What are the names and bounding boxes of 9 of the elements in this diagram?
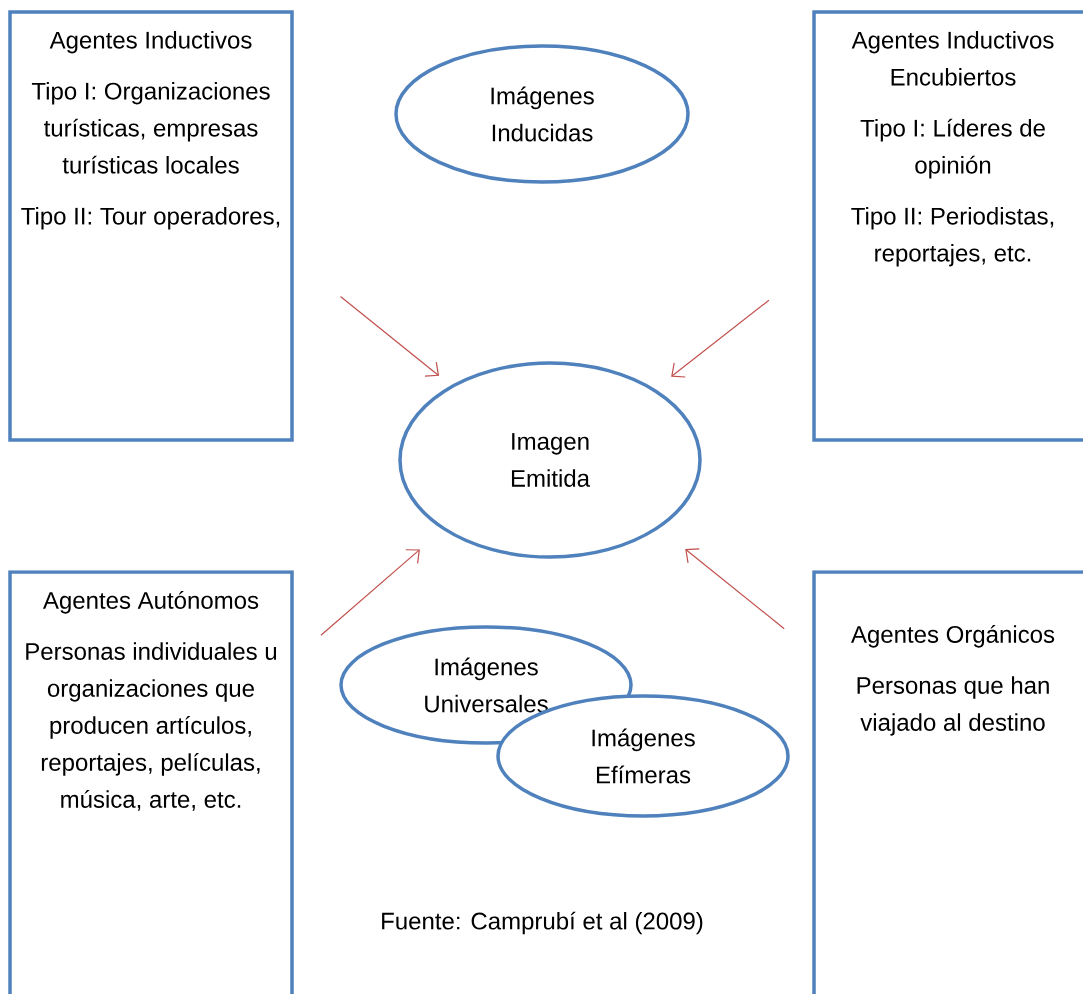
text-box: Agentes Inductivos Encubiertos Tipo I: Líderes de opinión Tipo II: Periodistas, reportajes, etc.	[812, 10, 1083, 442]
text-box: Agentes Inductivos Tipo I: Organizaciones turísticas, empresas turísticas locales Tipo II: Tour operadores,	[8, 10, 294, 442]
arrow	[320, 549, 420, 636]
text-box: Agentes Autónomos Personas individuales u organizaciones que producen artículos, reportajes, películas, música, arte, etc.	[8, 570, 294, 994]
arrow	[685, 548, 785, 630]
source-note: Fuente: Camprubí et al (2009)	[382, 911, 703, 935]
arrow	[671, 299, 770, 378]
arrow	[339, 295, 440, 377]
text-box: Agentes Orgánicos Personas que han viajado al destino	[812, 570, 1083, 994]
